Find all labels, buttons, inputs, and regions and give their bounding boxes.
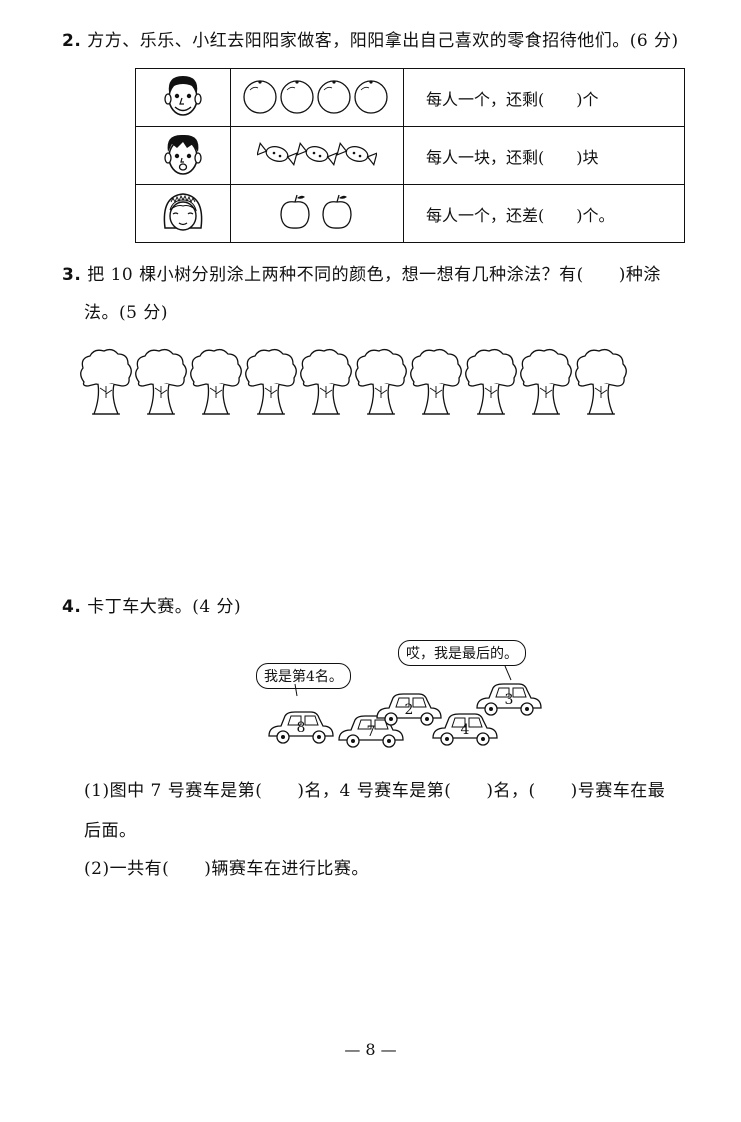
- tree-icon: [520, 348, 572, 415]
- tree-icon: [410, 348, 462, 415]
- trees-row: [78, 344, 638, 420]
- answer-cell: 每人一个，还差( )个。: [403, 184, 685, 243]
- tree-icon: [245, 348, 297, 415]
- question-text: 卡丁车大赛。(4 分): [87, 597, 242, 617]
- speech-bubble-right: 哎，我是最后的。: [398, 640, 526, 666]
- table-row: 每人一块，还剩( )块: [135, 126, 685, 185]
- tree-icon: [300, 348, 352, 415]
- tree-icon: [355, 348, 407, 415]
- question-4-sub1: (1)图中 7 号赛车是第( )名，4 号赛车是第( )名，( )号赛车在最: [84, 781, 666, 801]
- answer-cell: 每人一个，还剩( )个: [403, 68, 685, 127]
- car-number-label: 8: [297, 720, 306, 736]
- tree-icons: [80, 348, 627, 415]
- question-number: 4.: [62, 597, 82, 617]
- question-3-text-cont: 法。(5 分): [84, 303, 168, 323]
- tree-icon: [135, 348, 187, 415]
- answer-cell: 每人一块，还剩( )块: [403, 126, 685, 185]
- question-4-sub1-cont: 后面。: [84, 821, 137, 841]
- candy-icons: [256, 141, 378, 166]
- tree-icon: [465, 348, 517, 415]
- car-number-label: 7: [367, 724, 376, 740]
- face-cell: [135, 126, 231, 185]
- tree-icon: [575, 348, 627, 415]
- car-number-label: 2: [405, 702, 414, 718]
- snack-table: 每人一个，还剩( )个 每人一块，还: [135, 68, 685, 243]
- apple-icons: [280, 194, 352, 229]
- question-2-title: 2. 方方、乐乐、小红去阳阳家做客，阳阳拿出自己喜欢的零食招待他们。(6 分): [62, 28, 679, 54]
- boy-face-icon: [164, 75, 202, 116]
- tree-icon: [80, 348, 132, 415]
- table-row: 每人一个，还差( )个。: [135, 184, 685, 243]
- car-number-label: 4: [461, 722, 470, 738]
- race-cars-illustration: 8 7 2 4 3: [268, 665, 542, 748]
- apples-cell: [230, 184, 404, 243]
- table-row: 每人一个，还剩( )个: [135, 68, 685, 127]
- question-3-title: 3. 把 10 棵小树分别涂上两种不同的颜色，想一想有几种涂法？有( )种涂: [62, 262, 661, 288]
- car-number-label: 3: [505, 692, 514, 708]
- boy-face-icon: [164, 134, 202, 175]
- oranges-cell: [230, 68, 404, 127]
- page-number: — 8 —: [344, 1040, 397, 1059]
- candies-cell: [230, 126, 404, 185]
- question-number: 2.: [62, 31, 82, 51]
- speech-bubble-left: 我是第4名。: [256, 663, 351, 689]
- face-cell: [135, 68, 231, 127]
- face-cell: [135, 184, 231, 243]
- question-4-sub2: (2)一共有( )辆赛车在进行比赛。: [84, 859, 369, 879]
- orange-icons: [243, 79, 388, 114]
- question-text: 把 10 棵小树分别涂上两种不同的颜色，想一想有几种涂法？有( )种涂: [87, 265, 661, 285]
- question-text: 方方、乐乐、小红去阳阳家做客，阳阳拿出自己喜欢的零食招待他们。(6 分): [87, 31, 679, 51]
- question-number: 3.: [62, 265, 82, 285]
- question-4-title: 4. 卡丁车大赛。(4 分): [62, 594, 241, 620]
- girl-face-icon: [163, 192, 203, 231]
- tree-icon: [190, 348, 242, 415]
